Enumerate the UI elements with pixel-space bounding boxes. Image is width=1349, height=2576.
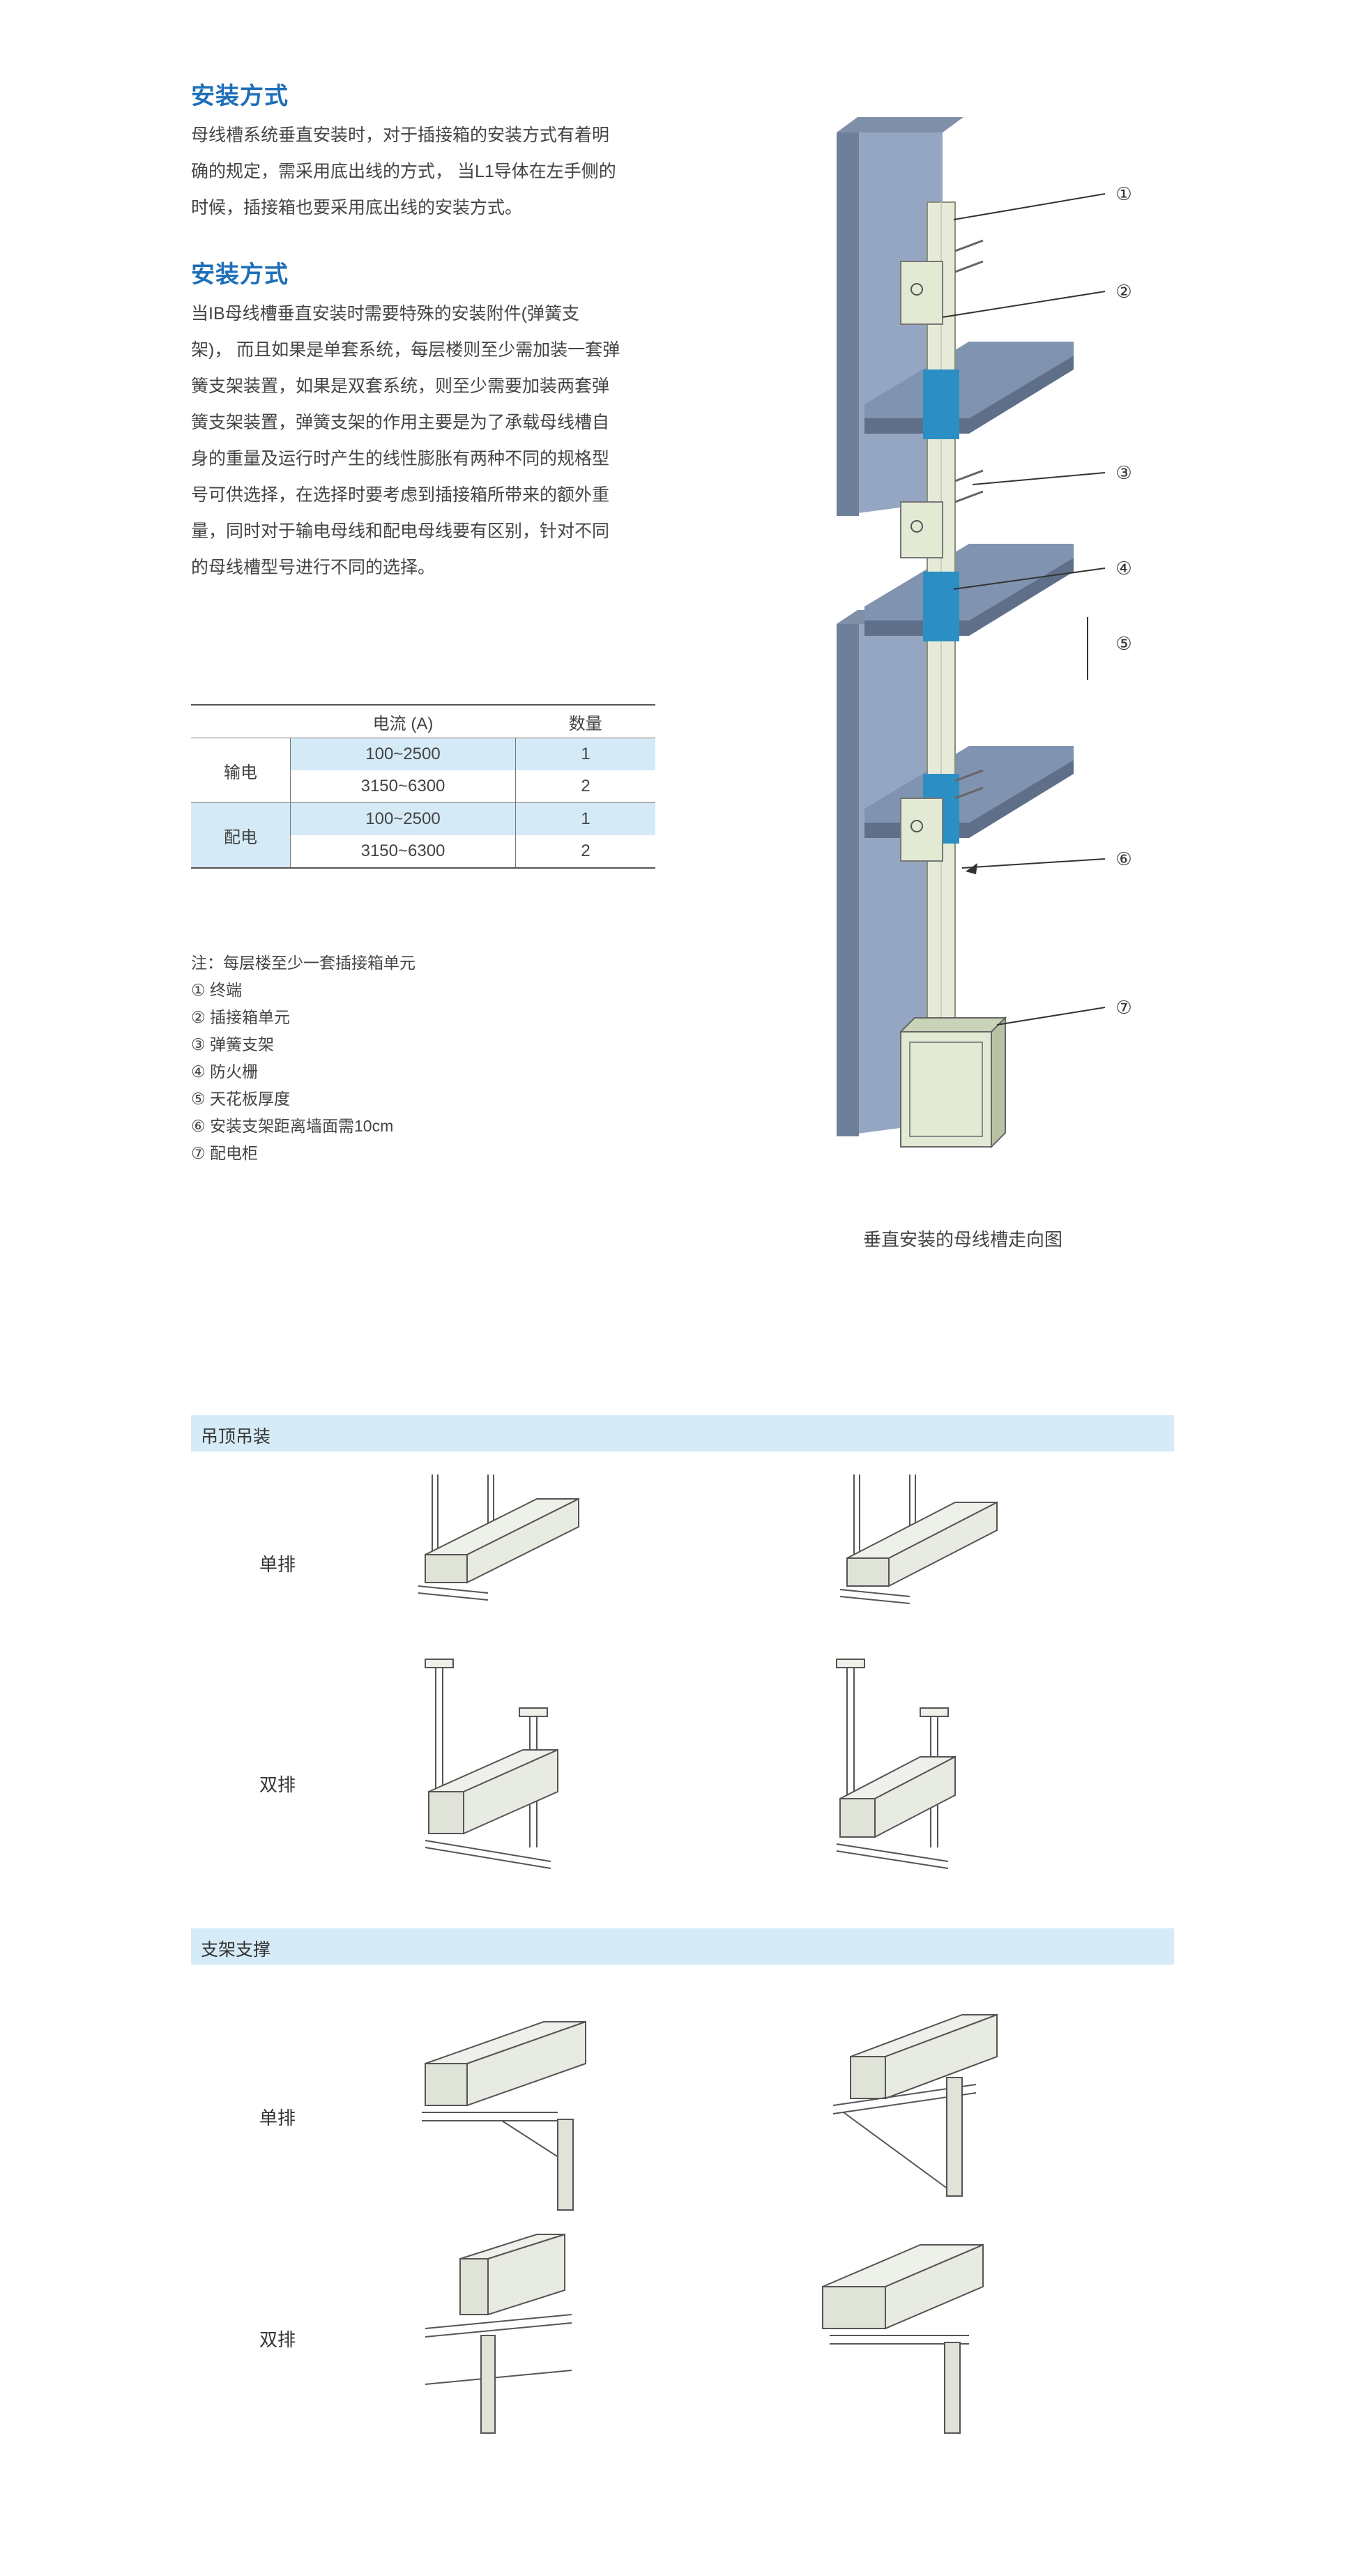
paragraph-line: 簧支架装置，弹簧支架的作用主要是为了承载母线槽自	[191, 413, 610, 432]
row-label-single: 单排	[259, 1554, 296, 1575]
paragraph-line: 簧支架装置，如果是双套系统，则至少需要加装两套弹	[191, 376, 610, 396]
band-title: 吊顶吊装	[201, 1427, 271, 1447]
section-1-body: 母线槽系统垂直安装时，对于插接箱的安装方式有着明 确的规定，需采用底出线的方式，…	[191, 117, 665, 226]
note-item: 注：每层楼至少一套插接箱单元	[191, 954, 416, 972]
note-item: ⑥ 安装支架距离墙面需10cm	[191, 1117, 394, 1135]
current-cell: 100~2500	[290, 802, 516, 835]
table-header: 数量	[515, 704, 655, 738]
ceiling-single-illustration	[839, 1474, 998, 1604]
paragraph-line: 的母线槽型号进行不同的选择。	[191, 558, 436, 577]
ceiling-single-illustration	[418, 1474, 579, 1601]
bracket-single-illustration	[422, 2020, 586, 2211]
note-item: ① 终端	[191, 981, 243, 999]
group-cell: 配电	[191, 802, 291, 869]
bracket-single-illustration	[832, 2013, 998, 2197]
note-item: ③ 弹簧支架	[191, 1035, 275, 1053]
vertical-busbar-diagram: ① ② ③ ④ ⑤ ⑥ ⑦	[837, 117, 1132, 1149]
table-row: 3150~6300 2	[191, 835, 655, 869]
section-title-2: 安装方式	[191, 261, 289, 288]
firestop-2	[923, 572, 959, 641]
ceiling-double-illustration	[836, 1659, 956, 1869]
bracket-double-illustration	[822, 2243, 984, 2434]
paragraph-line: 架)， 而且如果是单套系统，每层楼则至少需加装一套弹	[191, 340, 620, 360]
callout-leaders	[942, 193, 1106, 1026]
section-2-body: 当IB母线槽垂直安装时需要特殊的安装附件(弹簧支 架)， 而且如果是单套系统，每…	[191, 296, 665, 586]
paragraph-line: 确的规定，需采用底出线的方式， 当L1导体在左手侧的	[191, 162, 616, 181]
spring-bracket	[954, 239, 984, 800]
qty-cell: 1	[515, 738, 655, 770]
row-label-double: 双排	[259, 2329, 296, 2350]
note-item: ④ 防火栅	[191, 1062, 259, 1081]
note-item: ⑤ 天花板厚度	[191, 1090, 291, 1108]
section-band-ceiling: 吊顶吊装	[191, 1415, 1174, 1451]
table-header-row: 电流 (A) 数量	[191, 704, 655, 738]
firestop-1	[923, 369, 959, 439]
bracket-double-illustration	[425, 2233, 572, 2434]
table-header: 电流 (A)	[290, 704, 516, 738]
current-cell: 100~2500	[290, 738, 516, 770]
callout-4: ④	[1115, 558, 1131, 579]
plug-in-box-3	[900, 798, 943, 862]
callout-7: ⑦	[1115, 998, 1131, 1019]
table-row: 配电 100~2500 1	[191, 802, 655, 869]
plug-in-box-2	[900, 501, 943, 558]
qty-cell: 1	[515, 802, 655, 835]
callout-1: ①	[1115, 184, 1131, 205]
section-band-bracket: 支架支撑	[191, 1928, 1174, 1965]
note-item: ⑦ 配电柜	[191, 1144, 259, 1162]
paragraph-line: 身的重量及运行时产生的线性膨胀有两种不同的规格型	[191, 449, 610, 468]
table-row: 输电 100~2500 1	[191, 738, 655, 803]
row-label-single: 单排	[259, 2108, 296, 2128]
qty-cell: 2	[515, 835, 655, 869]
notes-list: 注：每层楼至少一套插接箱单元 ① 终端 ② 插接箱单元 ③ 弹簧支架 ④ 防火栅…	[191, 950, 637, 1167]
ceiling-double-illustration	[425, 1659, 558, 1869]
paragraph-line: 母线槽系统垂直安装时，对于插接箱的安装方式有着明	[191, 125, 610, 145]
callout-5: ⑤	[1115, 634, 1131, 655]
paragraph-line: 量，同时对于输电母线和配电母线要有区别，针对不同	[191, 521, 610, 541]
qty-cell: 2	[515, 770, 655, 803]
band-title: 支架支撑	[201, 1940, 271, 1960]
note-item: ② 插接箱单元	[191, 1008, 291, 1026]
row-label-double: 双排	[259, 1774, 296, 1795]
paragraph-line: 号可供选择，在选择时要考虑到插接箱所带来的额外重	[191, 485, 610, 505]
floor-slab-1	[864, 342, 1074, 434]
table-row: 3150~6300 2	[191, 770, 655, 803]
diagram-caption: 垂直安装的母线槽走向图	[863, 1229, 1063, 1250]
table-header	[191, 704, 291, 738]
callout-2: ②	[1115, 282, 1131, 303]
current-cell: 3150~6300	[290, 770, 516, 803]
group-cell: 输电	[191, 738, 291, 803]
paragraph-line: 时候，插接箱也要采用底出线的安装方式。	[191, 198, 523, 218]
callout-3: ③	[1115, 463, 1131, 484]
section-title-1: 安装方式	[191, 83, 289, 109]
paragraph-line: 当IB母线槽垂直安装时需要特殊的安装附件(弹簧支	[191, 304, 579, 323]
plug-in-box-1	[900, 261, 943, 325]
spring-bracket-table: 电流 (A) 数量 输电 100~2500 1 3150~6300 2 配电 1…	[191, 704, 655, 869]
current-cell: 3150~6300	[290, 835, 516, 869]
distribution-cabinet	[899, 1016, 1007, 1149]
floor-slab-2	[864, 544, 1074, 636]
callout-6: ⑥	[1115, 849, 1131, 870]
